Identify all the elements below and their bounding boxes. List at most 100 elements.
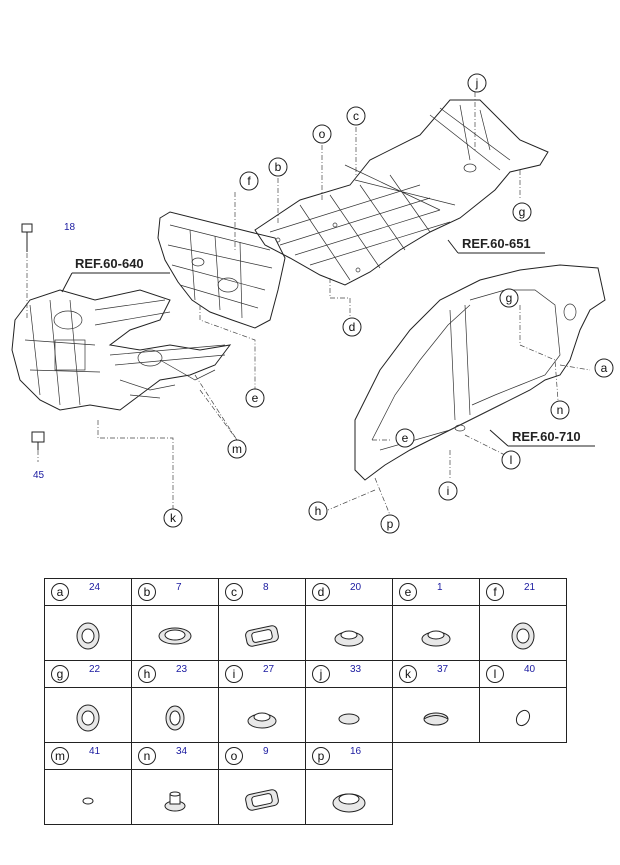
part-cell-header: l 40: [480, 661, 566, 688]
svg-text:c: c: [353, 109, 359, 123]
part-cell-header: k 37: [393, 661, 479, 688]
grommet-round-icon: [511, 622, 535, 650]
ref-label-60-651: REF.60-651: [447, 236, 545, 254]
part-letter-badge: k: [399, 665, 417, 683]
plug-dome-large-icon: [332, 793, 366, 813]
part-illustration: [306, 688, 392, 742]
bolt-top: [21, 223, 33, 252]
exploded-body-diagram: 18 45 REF.60-640 REF.60-651 REF.60-710: [11, 73, 614, 534]
part-illustration: [132, 606, 218, 660]
callout-n: n: [550, 400, 570, 420]
plug-ellipse-icon: [515, 709, 531, 727]
part-illustration: [219, 606, 305, 660]
part-cell-header: i 27: [219, 661, 305, 688]
part-number: 8: [263, 582, 269, 593]
part-cell-n: n 34: [131, 742, 219, 825]
callout-b: b: [268, 157, 288, 177]
part-number: 40: [524, 664, 536, 675]
ref-label-60-640: REF.60-640: [61, 256, 170, 293]
part-letter-badge: c: [225, 583, 243, 601]
svg-text:l: l: [510, 453, 513, 467]
parts-table-empty-cell: [480, 743, 567, 825]
part-illustration: [45, 606, 131, 660]
part-number: 24: [89, 582, 101, 593]
part-illustration: [132, 688, 218, 742]
plug-oval-icon: [423, 712, 449, 726]
part-number: 9: [263, 746, 269, 757]
callout-e-dash: e: [245, 388, 265, 408]
side-outer-panel: [354, 264, 606, 481]
plug-dome-icon: [421, 630, 451, 647]
part-letter-badge: d: [312, 583, 330, 601]
fastener-number-top: 18: [64, 222, 76, 233]
part-letter-badge: a: [51, 583, 69, 601]
svg-text:f: f: [247, 174, 251, 188]
grommet-rect-icon: [245, 625, 279, 647]
part-illustration: [45, 688, 131, 742]
svg-text:a: a: [601, 361, 608, 375]
part-letter-badge: j: [312, 665, 330, 683]
svg-text:e: e: [402, 431, 409, 445]
part-cell-f: f 21: [479, 578, 567, 661]
part-number: 7: [176, 582, 182, 593]
parts-table-empty-cell: [393, 743, 480, 825]
fastener-number-bottom: 45: [33, 470, 45, 481]
part-number: 23: [176, 664, 188, 675]
part-number: 27: [263, 664, 275, 675]
svg-text:n: n: [557, 403, 564, 417]
svg-text:h: h: [315, 504, 322, 518]
part-illustration: [132, 770, 218, 824]
part-number: 21: [524, 582, 536, 593]
part-letter-badge: e: [399, 583, 417, 601]
callout-l: l: [501, 450, 521, 470]
part-illustration: [393, 688, 479, 742]
part-cell-k: k 37: [392, 660, 480, 743]
part-letter-badge: p: [312, 747, 330, 765]
grommet-rect-icon: [245, 789, 279, 811]
part-letter-badge: l: [486, 665, 504, 683]
part-letter-badge: b: [138, 583, 156, 601]
svg-text:o: o: [319, 127, 326, 141]
plug-tiny-icon: [82, 797, 94, 805]
grommet-round-icon: [76, 704, 100, 732]
grommet-flat-icon: [158, 627, 192, 645]
callout-g-side: g: [499, 288, 519, 308]
part-number: 33: [350, 664, 362, 675]
part-number: 37: [437, 664, 449, 675]
svg-text:b: b: [275, 160, 282, 174]
part-cell-header: a 24: [45, 579, 131, 606]
part-illustration: [393, 606, 479, 660]
grommet-oval-icon: [165, 705, 185, 731]
part-illustration: [480, 688, 566, 742]
part-letter-badge: f: [486, 583, 504, 601]
ref-label-60-710: REF.60-710: [489, 429, 595, 447]
part-letter-badge: n: [138, 747, 156, 765]
part-illustration: [219, 770, 305, 824]
part-cell-header: n 34: [132, 743, 218, 770]
part-number: 34: [176, 746, 188, 757]
part-illustration: [480, 606, 566, 660]
svg-text:p: p: [387, 517, 394, 531]
svg-text:g: g: [506, 291, 513, 305]
part-cell-header: p 16: [306, 743, 392, 770]
grommet-round-icon: [76, 622, 100, 650]
part-number: 22: [89, 664, 101, 675]
part-letter-badge: i: [225, 665, 243, 683]
part-number: 16: [350, 746, 362, 757]
part-letter-badge: m: [51, 747, 69, 765]
front-end-assembly: [11, 289, 232, 411]
plug-small-icon: [338, 713, 360, 725]
ref-text-60-640: REF.60-640: [75, 256, 144, 271]
part-cell-header: f 21: [480, 579, 566, 606]
callout-h: h: [308, 501, 328, 521]
